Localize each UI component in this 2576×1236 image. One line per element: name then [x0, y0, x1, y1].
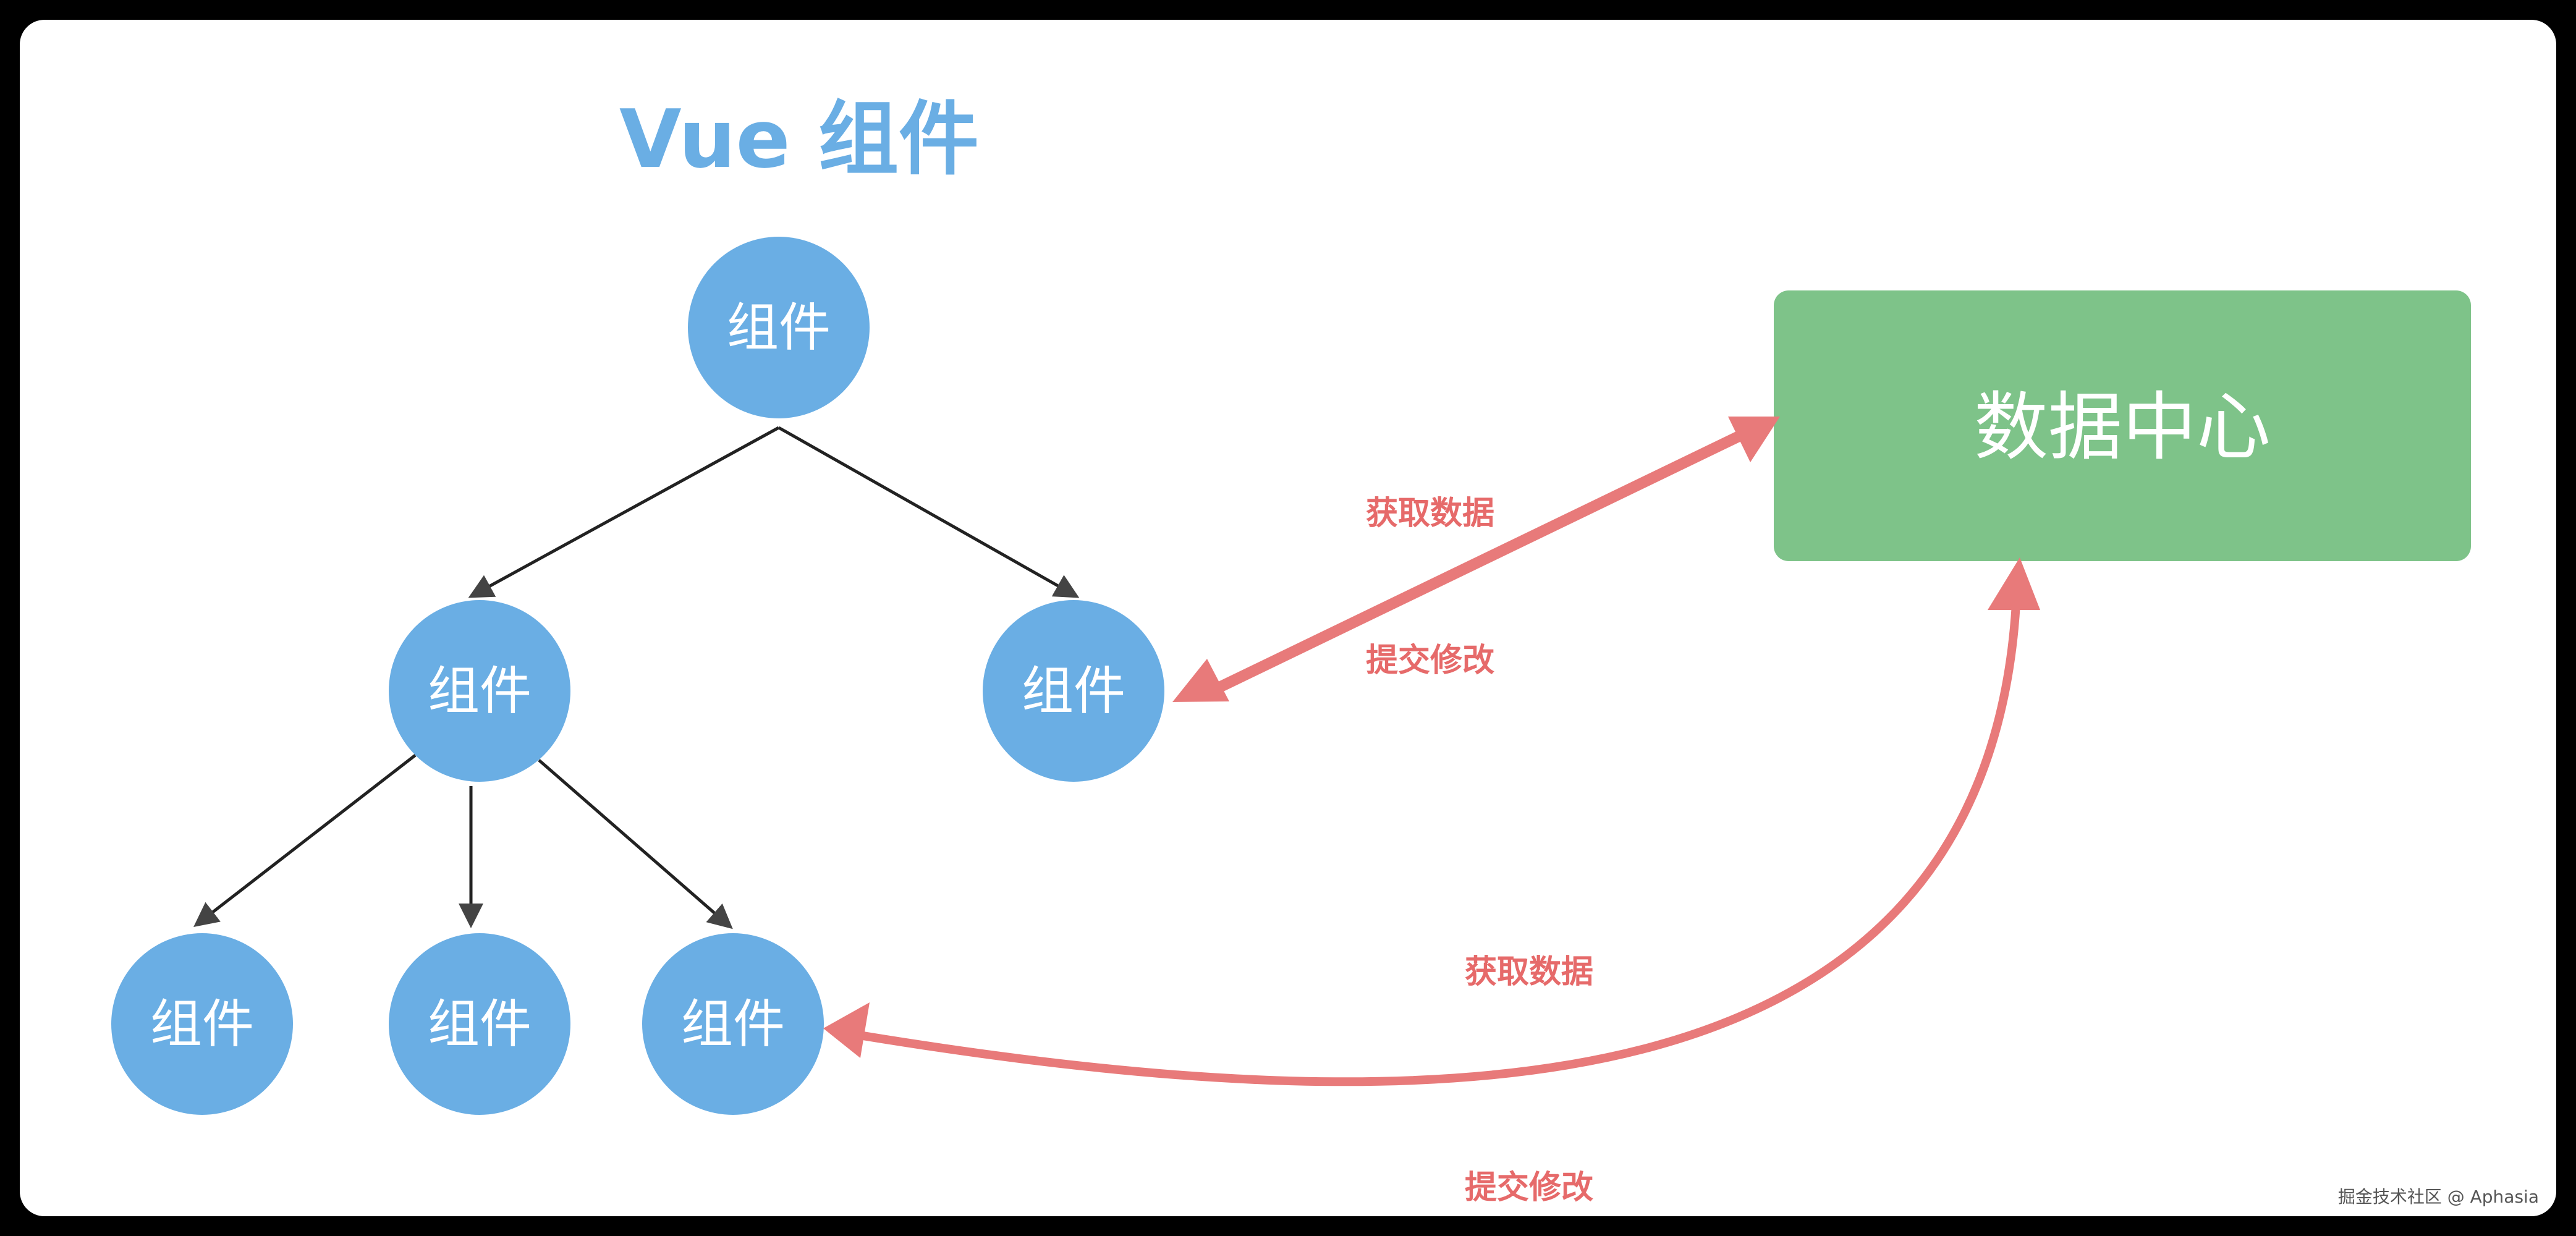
- tree-node-root[interactable]: 组件: [688, 237, 870, 418]
- tree-node-level2-left[interactable]: 组件: [389, 600, 570, 782]
- edge-root-to-right: [777, 426, 1080, 598]
- node-label: 组件: [681, 994, 785, 1054]
- arrow-top-bidirectional: [1172, 417, 1780, 702]
- label-commit-bottom: 提交修改: [1465, 1169, 1593, 1206]
- diagram-title: Vue 组件: [619, 92, 979, 186]
- arrow-top-head-end: [1728, 417, 1780, 462]
- data-center-box[interactable]: 数据中心: [1774, 290, 2471, 561]
- tree-node-leaf-3[interactable]: 组件: [642, 933, 824, 1115]
- node-label: 组件: [428, 994, 532, 1054]
- diagram-canvas: Vue 组件 组件 组件 组件: [111, 92, 2539, 1207]
- label-fetch-top: 获取数据: [1366, 495, 1494, 532]
- label-fetch-bottom: 获取数据: [1465, 954, 1593, 991]
- node-label: 组件: [428, 661, 532, 721]
- data-center-rect: [1774, 290, 2471, 561]
- arrow-top-shaft: [1210, 425, 1756, 695]
- edge-root-to-left: [468, 426, 780, 598]
- tree-node-leaf-1[interactable]: 组件: [111, 933, 293, 1115]
- tree-node-leaf-2[interactable]: 组件: [389, 933, 570, 1115]
- arrow-bottom-head-start: [823, 1002, 870, 1058]
- data-center-label: 数据中心: [1974, 385, 2271, 471]
- arrow-top-head-start: [1172, 659, 1229, 702]
- watermark: 掘金技术社区 @ Aphasia: [2338, 1187, 2539, 1207]
- node-circle: [389, 933, 570, 1115]
- node-circle: [983, 600, 1164, 782]
- arrow-bottom-shaft: [844, 599, 2020, 1086]
- tree-node-level2-right[interactable]: 组件: [983, 600, 1164, 782]
- label-commit-top: 提交修改: [1366, 642, 1494, 679]
- arrow-bottom-head-end: [1988, 557, 2040, 610]
- arrow-bottom-bidirectional: [823, 557, 2040, 1086]
- diagram-card: Vue 组件 组件 组件 组件: [20, 20, 2556, 1216]
- node-circle: [688, 237, 870, 418]
- node-circle: [642, 933, 824, 1115]
- node-label: 组件: [150, 994, 254, 1054]
- node-circle: [111, 933, 293, 1115]
- node-circle: [389, 600, 570, 782]
- edge-left-to-leaf-3: [538, 759, 733, 929]
- tree-edges: [193, 426, 1080, 929]
- edge-left-to-leaf-1: [193, 754, 417, 928]
- node-label: 组件: [727, 297, 831, 358]
- node-label: 组件: [1022, 661, 1125, 721]
